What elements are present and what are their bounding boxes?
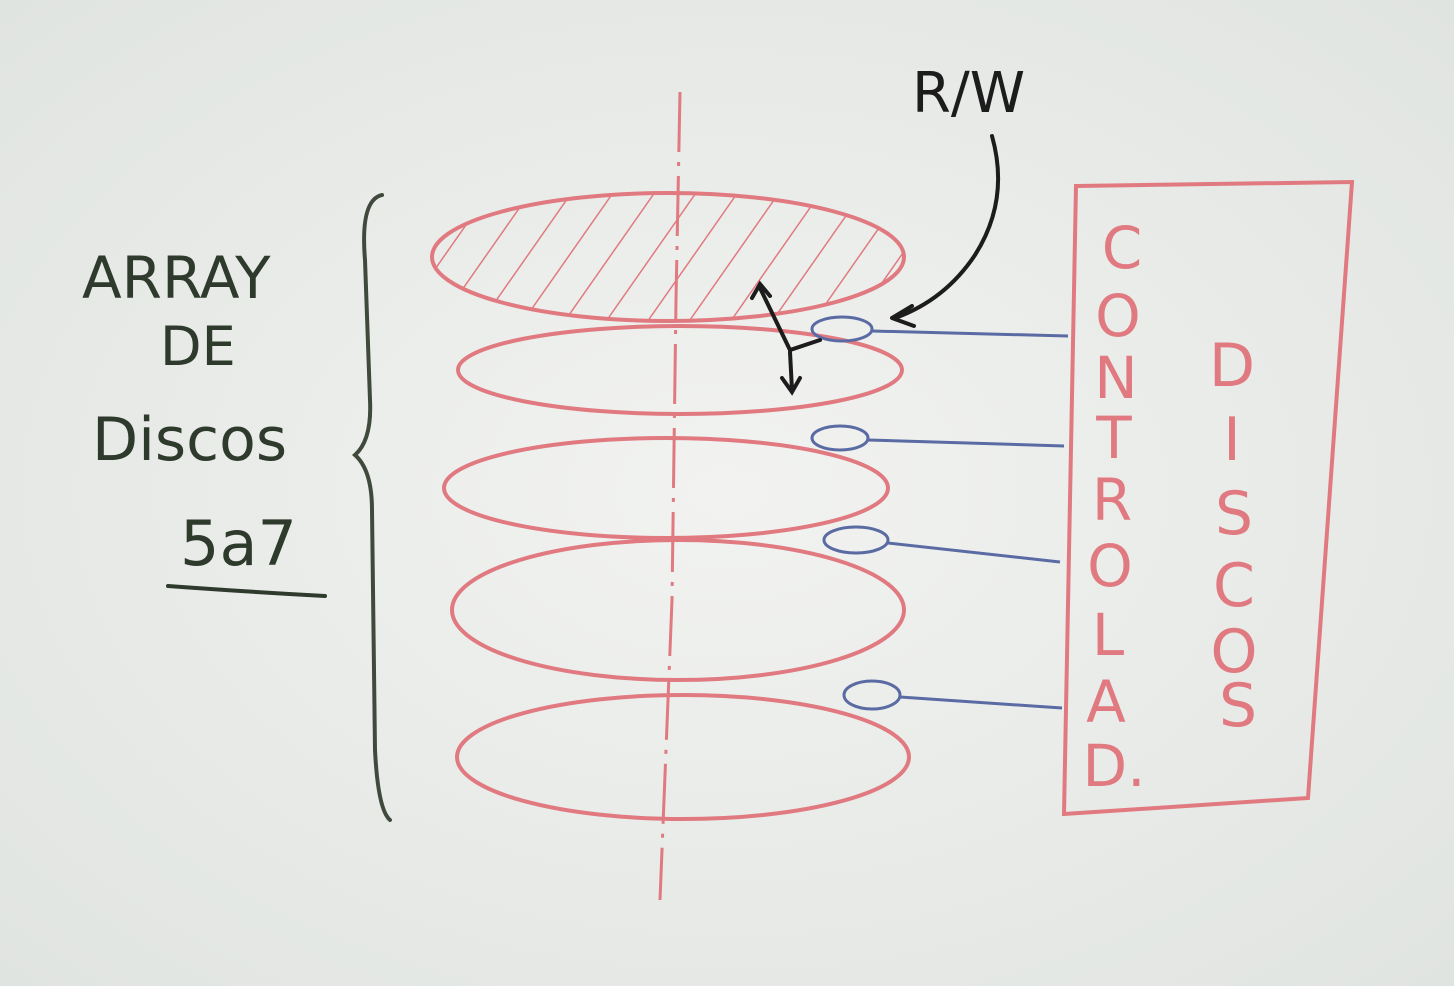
controller-letter: O	[1210, 617, 1257, 687]
head-wire	[899, 695, 1063, 710]
controller-letter: C	[1102, 214, 1143, 282]
rw-head	[810, 424, 870, 452]
controller-label-col2: D I S C O S	[1209, 331, 1258, 741]
controller-letter: O	[1087, 532, 1133, 600]
controller-label-col1: C O N T R O L A D.	[1082, 214, 1145, 800]
controller-letter: D	[1209, 331, 1255, 401]
rw-pointer-arrow	[893, 134, 1001, 320]
controller-letter: R	[1092, 466, 1132, 534]
controller-letter: O	[1095, 282, 1141, 350]
controller-letter: N	[1094, 344, 1137, 412]
controller-letter: S	[1219, 671, 1257, 741]
grouping-brace	[351, 193, 392, 822]
disk-platter	[442, 436, 890, 540]
rw-heads	[810, 315, 1069, 711]
controller-letter: T	[1095, 404, 1132, 472]
arrow-up	[758, 286, 822, 353]
rw-head	[810, 315, 874, 343]
disk-stack	[430, 191, 911, 821]
arrowhead-up	[750, 280, 772, 300]
controller-letter: A	[1086, 668, 1126, 736]
head-movement-arrows	[750, 280, 822, 396]
head-wire	[867, 438, 1065, 448]
array-label-line2: DE	[160, 315, 236, 378]
array-label-line3: Discos	[92, 405, 287, 475]
controller-letter: L	[1092, 601, 1124, 669]
controller-letter: S	[1215, 479, 1253, 549]
controller-letter: I	[1223, 405, 1241, 475]
disk-platter-selected	[430, 191, 906, 323]
array-label-count: 5a7	[180, 507, 297, 580]
array-label: ARRAY DE Discos 5a7	[82, 244, 297, 580]
count-underline	[166, 584, 327, 598]
arrow-down	[788, 350, 794, 392]
rw-arrowhead	[890, 304, 916, 328]
disk-platter	[455, 693, 911, 821]
disk-controller-box	[1061, 179, 1355, 817]
controller-letter: C	[1213, 551, 1255, 621]
disk-platter	[450, 538, 906, 682]
head-wire	[887, 541, 1061, 564]
rw-head	[842, 679, 902, 711]
controller-letter: D.	[1082, 732, 1145, 800]
array-label-line1: ARRAY	[82, 244, 271, 312]
disk-platter	[456, 324, 904, 416]
rw-head	[822, 525, 890, 555]
head-wire	[871, 329, 1069, 338]
rw-label: R/W	[912, 61, 1025, 126]
arrowhead-down	[780, 376, 802, 396]
